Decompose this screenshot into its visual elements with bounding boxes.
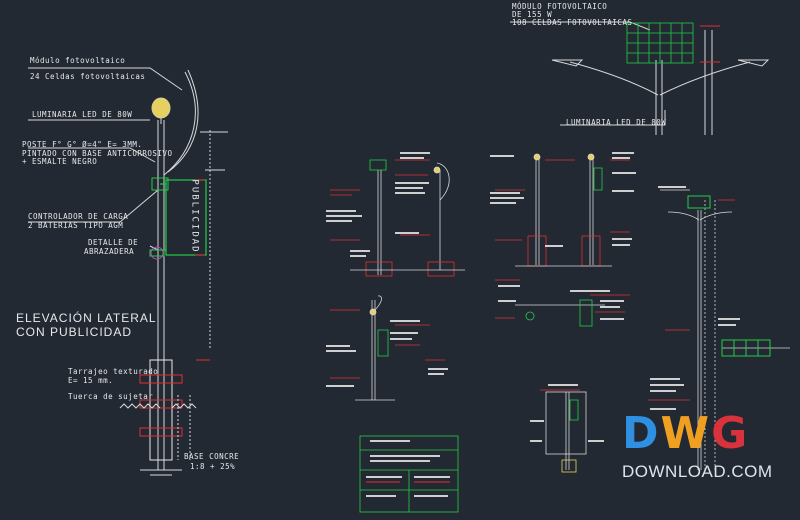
abrazadera-detail	[149, 246, 165, 260]
watermark-url: DOWNLOAD.COM	[622, 462, 773, 481]
right-top-red-dims	[700, 25, 720, 63]
right-top-elevation	[510, 21, 770, 135]
label-detalle-2: ABRAZADERA	[84, 247, 135, 256]
label-base-1: BASE CONCRE	[184, 452, 240, 461]
label-modulo-right-1: MÓDULO FOTOVOLTAICO	[512, 2, 608, 11]
middle-detail-a	[350, 159, 465, 401]
left-lateral-elevation	[28, 67, 228, 476]
title-block-text	[366, 440, 450, 497]
controller-box	[151, 177, 169, 191]
right-lower-elevation	[660, 189, 790, 470]
label-modulo-right-2: DE 155 W	[512, 10, 553, 19]
title-elevacion-lateral: ELEVACIÓN LATERAL	[16, 311, 157, 325]
middle-text-blocks-b	[490, 152, 636, 442]
watermark-letter-d: D	[622, 408, 661, 459]
label-modulo-fotovoltaico: Módulo fotovoltaico	[30, 56, 126, 65]
label-luminaria-right: LUMINARIA LED DE 80W	[566, 118, 667, 127]
label-tarrajeo-1: Tarrajeo texturado	[68, 367, 159, 376]
middle-red-annotations-b	[495, 159, 630, 391]
pv-module-grid	[626, 22, 694, 64]
right-lower-text	[650, 186, 740, 410]
watermark-letter-g: G	[711, 408, 750, 459]
title-block	[359, 435, 459, 513]
label-tarrajeo-2: E= 15 mm.	[68, 376, 114, 385]
label-luminaria-left: LUMINARIA LED DE 80W	[32, 110, 133, 119]
watermark-letter-w: W	[660, 408, 712, 459]
label-modulo-right-3: 108 CELDAS FOTOVOLTAICAS	[512, 18, 633, 27]
left-red-ticks	[195, 179, 210, 361]
watermark-letters: DWG	[622, 410, 749, 458]
label-controlador-2: 2 BATERIAS TIPO AGM	[28, 221, 124, 230]
label-detalle-1: DETALLE DE	[88, 238, 139, 247]
label-poste-1: POSTE F° G° Ø=4" E= 3MM.	[22, 140, 143, 149]
right-lower-red	[648, 199, 735, 401]
middle-red-annotations-a	[330, 159, 445, 379]
dwg-download-watermark: DWG DOWNLOAD.COM	[622, 410, 772, 490]
label-poste-3: + ESMALTE NEGRO	[22, 157, 98, 166]
title-con-publicidad: CON PUBLICIDAD	[16, 325, 133, 339]
label-controlador-1: CONTROLADOR DE CARGA	[28, 212, 129, 221]
label-poste-2: PINTADO CON BASE ANTICORROSIVO	[22, 149, 173, 158]
middle-text-blocks-a	[326, 152, 448, 387]
label-base-2: 1:8 + 25%	[190, 462, 236, 471]
right-lower-pv	[687, 195, 771, 357]
middle-detail-b	[515, 153, 612, 473]
label-24-celdas: 24 Celdas fotovoltaicas	[30, 72, 146, 81]
label-tuerca: Tuerca de sujetar	[68, 392, 154, 401]
label-publicidad: PUBLICIDAD	[189, 179, 200, 254]
